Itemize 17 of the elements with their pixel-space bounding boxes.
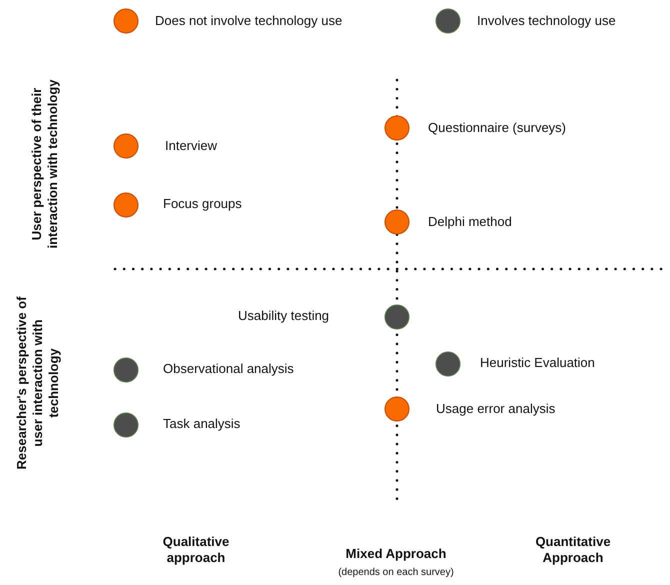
method-label: Focus groups	[163, 196, 242, 212]
method-label: Interview	[165, 138, 218, 154]
method-label: Task analysis	[163, 416, 240, 432]
column-heading: Mixed Approach	[344, 546, 448, 562]
column-note: (depends on each survey)	[337, 567, 455, 579]
method-label: Usage error analysis	[436, 401, 556, 417]
column-heading: Quantitative Approach	[534, 534, 612, 566]
legend-label: Does not involve technology use	[155, 13, 342, 29]
method-label: Observational analysis	[163, 361, 294, 377]
legend-label: Involves technology use	[477, 13, 616, 29]
method-label: Usability testing	[238, 308, 330, 324]
axis-label: User perspective of their interaction with technology	[29, 78, 61, 251]
axis-label: Researcher's perspective of user interaction with technology	[14, 296, 62, 472]
column-heading: Qualitative approach	[162, 534, 230, 566]
method-label: Heuristic Evaluation	[480, 355, 595, 371]
method-label: Questionnaire (surveys)	[428, 120, 566, 136]
method-label: Delphi method	[428, 214, 512, 230]
